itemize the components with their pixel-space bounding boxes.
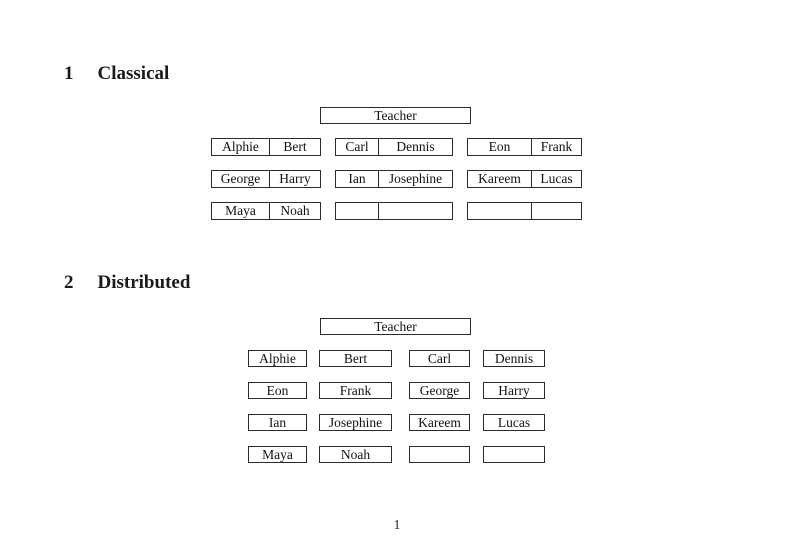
desk-seat: Frank <box>540 139 573 155</box>
desk-seat <box>336 203 379 219</box>
desk-seat <box>379 203 452 219</box>
desk-single: Maya <box>248 446 307 463</box>
desk-seat <box>410 447 469 462</box>
desk-seat <box>484 447 544 462</box>
desk-seat: Dennis <box>396 139 435 155</box>
desk-single: Alphie <box>248 350 307 367</box>
desk-pair-empty <box>467 202 582 220</box>
desk-single: Noah <box>319 446 392 463</box>
desk-pair-empty <box>335 202 453 220</box>
desk-seat: Eon <box>266 383 289 398</box>
desk-single: Frank <box>319 382 392 399</box>
desk-pair: Ian Josephine <box>335 170 453 188</box>
desk-seat: Lucas <box>497 415 531 430</box>
desk-seat: Carl <box>427 351 452 366</box>
desk-seat: Ian <box>268 415 287 430</box>
desk-pair: Carl Dennis <box>335 138 453 156</box>
desk-pair: Kareem Lucas <box>467 170 582 188</box>
section-1-heading: 1 Classical <box>64 63 169 85</box>
desk-single: Carl <box>409 350 470 367</box>
section-2-heading: 2 Distributed <box>64 272 190 294</box>
desk-single: Dennis <box>483 350 545 367</box>
desk-seat: Bert <box>343 351 368 366</box>
teacher-label: Teacher <box>374 319 417 334</box>
desk-seat: Carl <box>336 139 379 155</box>
desk-seat: Frank <box>339 383 372 398</box>
teacher-label: Teacher <box>374 108 417 123</box>
desk-seat: Bert <box>283 139 307 155</box>
desk-seat: Maya <box>262 447 293 462</box>
desk-single: Ian <box>248 414 307 431</box>
desk-seat: Ian <box>336 171 379 187</box>
section-number: 2 <box>64 272 74 293</box>
desk-single: Eon <box>248 382 307 399</box>
desk-seat: Josephine <box>388 171 443 187</box>
teacher-box: Teacher <box>320 318 471 335</box>
desk-seat: Alphie <box>212 139 270 155</box>
desk-seat: George <box>419 383 460 398</box>
desk-seat: Harry <box>498 383 530 398</box>
section-number: 1 <box>64 63 74 84</box>
desk-pair: George Harry <box>211 170 321 188</box>
desk-single: Kareem <box>409 414 470 431</box>
desk-single: Bert <box>319 350 392 367</box>
desk-seat <box>532 203 581 219</box>
desk-seat: Harry <box>279 171 311 187</box>
section-title: Classical <box>97 63 170 84</box>
desk-single: Harry <box>483 382 545 399</box>
desk-single: Josephine <box>319 414 392 431</box>
desk-single-empty <box>409 446 470 463</box>
desk-seat: Kareem <box>418 415 461 430</box>
desk-seat: Lucas <box>540 171 573 187</box>
desk-single: Lucas <box>483 414 545 431</box>
desk-single: George <box>409 382 470 399</box>
desk-seat: Eon <box>468 139 532 155</box>
desk-pair: Maya Noah <box>211 202 321 220</box>
page-number: 1 <box>393 517 401 532</box>
desk-pair: Alphie Bert <box>211 138 321 156</box>
desk-seat: Alphie <box>259 351 296 366</box>
section-title: Distributed <box>97 272 191 293</box>
desk-seat: Maya <box>212 203 270 219</box>
desk-seat: Josephine <box>328 415 383 430</box>
desk-seat: George <box>212 171 270 187</box>
desk-seat: Noah <box>340 447 371 462</box>
desk-seat: Dennis <box>494 351 534 366</box>
teacher-box: Teacher <box>320 107 471 124</box>
desk-seat <box>468 203 532 219</box>
desk-seat: Noah <box>280 203 310 219</box>
desk-pair: Eon Frank <box>467 138 582 156</box>
desk-seat: Kareem <box>468 171 532 187</box>
desk-single-empty <box>483 446 545 463</box>
